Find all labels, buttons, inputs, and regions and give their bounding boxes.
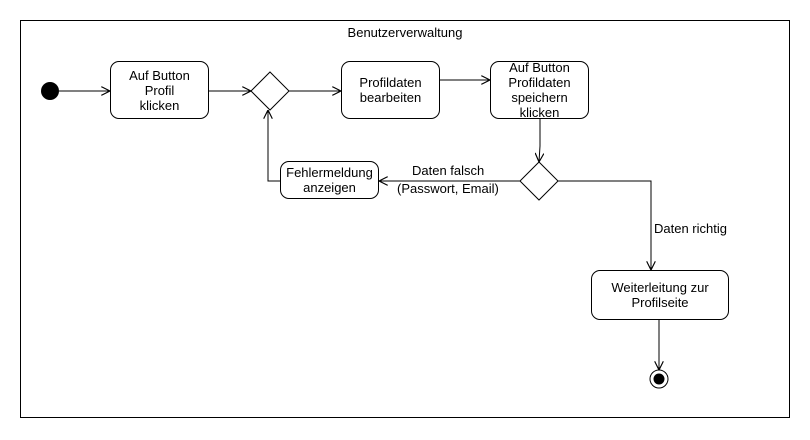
guard-data-wrong: Daten falsch [412,163,485,178]
edge-save-to-validate [539,119,540,162]
diagram-frame [20,20,790,418]
edge-error-to-merge [268,110,280,182]
decision-node-merge [250,71,290,111]
initial-node [41,82,59,100]
final-node-inner [653,373,665,385]
action-edit-profile-data: Profildaten bearbeiten [341,61,440,119]
guard-data-wrong-detail: (Passwort, Email) [397,181,499,196]
action-redirect-to-profile-page: Weiterleitung zur Profilseite [591,270,729,320]
action-click-save-profile-button: Auf Button Profildaten speichern klicken [490,60,589,120]
action-show-error-message: Fehlermeldung anzeigen [280,161,379,199]
edge-validate-to-redirect [558,180,651,270]
diagram-title: Benutzerverwaltung [347,25,463,40]
action-click-profile-button: Auf Button Profil klicken [110,61,209,119]
decision-node-validate [519,161,559,201]
guard-data-right: Daten richtig [654,221,727,236]
